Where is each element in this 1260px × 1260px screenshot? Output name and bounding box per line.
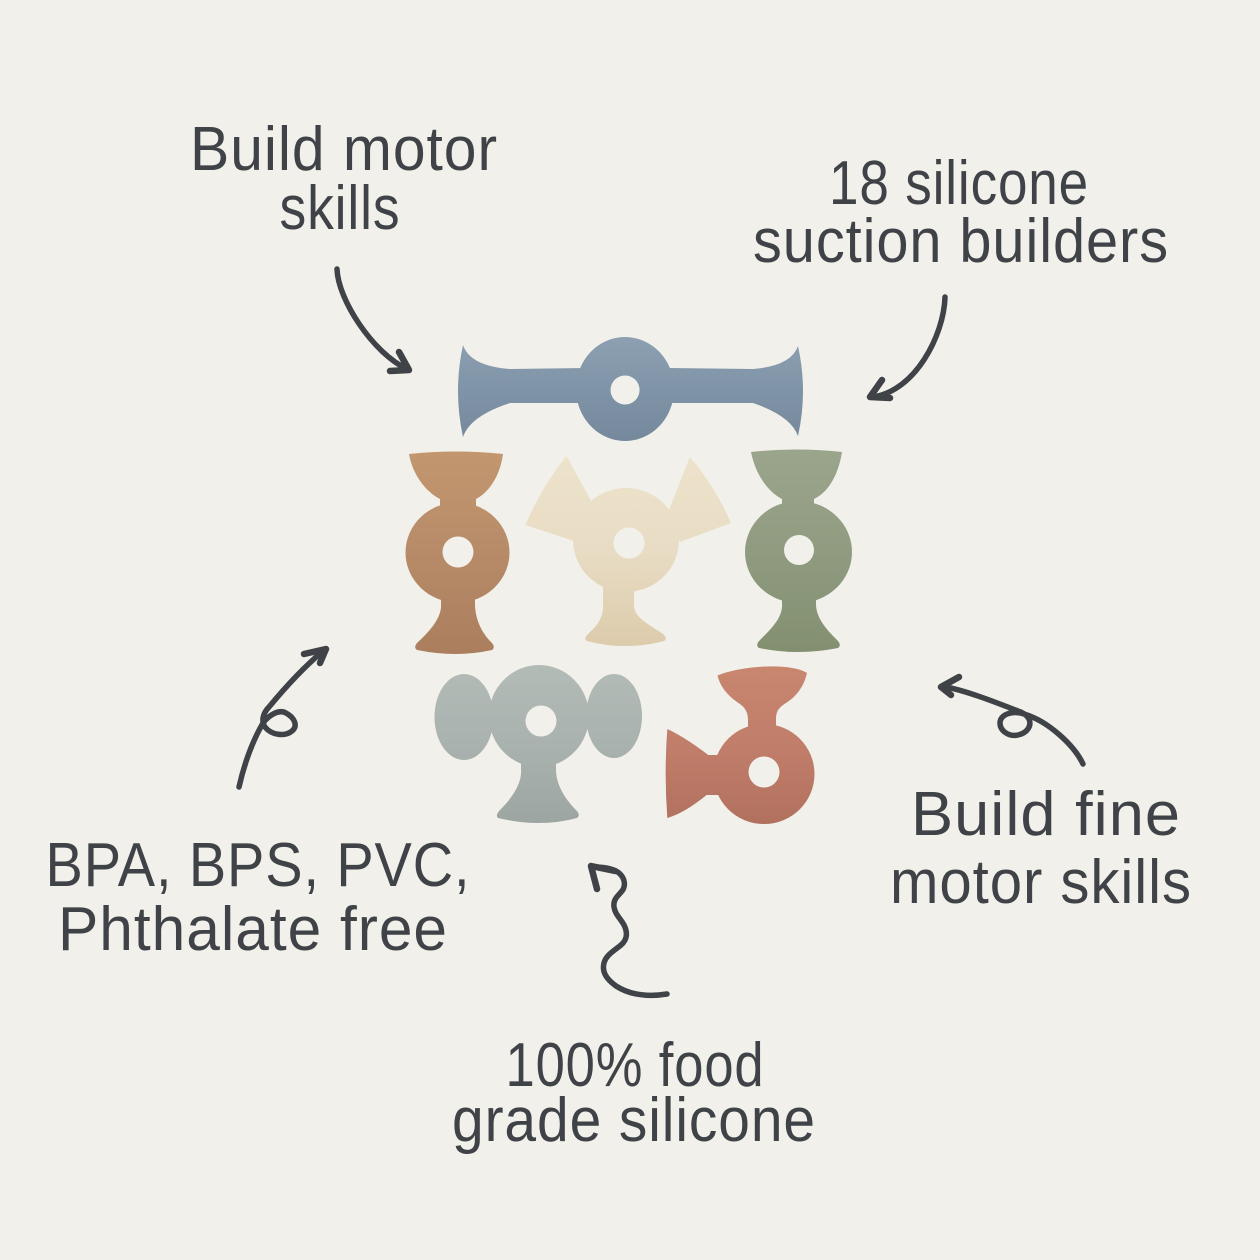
svg-text:Phthalate free: Phthalate free — [58, 895, 448, 964]
svg-text:18 silicone: 18 silicone — [829, 149, 1089, 218]
svg-text:grade silicone: grade silicone — [452, 1086, 816, 1155]
svg-text:BPA, BPS, PVC,: BPA, BPS, PVC, — [46, 831, 471, 900]
svg-text:100% food: 100% food — [506, 1031, 765, 1100]
svg-text:motor skills: motor skills — [890, 848, 1192, 917]
svg-text:Build motor: Build motor — [190, 115, 498, 184]
svg-text:suction builders: suction builders — [753, 207, 1169, 276]
svg-text:Build fine: Build fine — [911, 780, 1181, 849]
svg-text:skills: skills — [280, 174, 401, 243]
